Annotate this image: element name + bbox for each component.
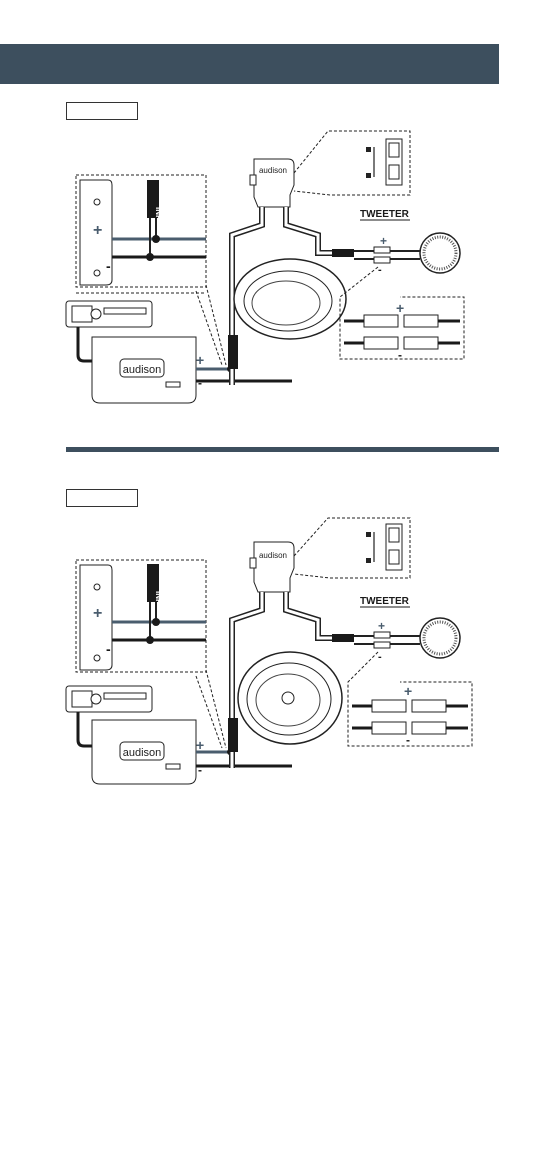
crossover-callout bbox=[293, 517, 411, 579]
plus-sign: + bbox=[93, 605, 102, 622]
screw-icon bbox=[93, 269, 101, 277]
wiring-diagram-2: INPUT + - audison + - audison TWEETER bbox=[65, 517, 473, 785]
screw-icon bbox=[93, 198, 101, 206]
door-panel bbox=[79, 564, 113, 671]
input-label: INPUT bbox=[154, 591, 163, 615]
connector-negative-a bbox=[371, 721, 407, 735]
rca-cable bbox=[76, 712, 92, 748]
connector-positive-b bbox=[403, 314, 439, 328]
door-panel-box bbox=[75, 174, 207, 288]
crossover-brand: audison bbox=[259, 166, 287, 175]
woofer bbox=[237, 651, 343, 745]
connector-negative-a bbox=[363, 336, 399, 350]
tweeter-grille bbox=[422, 235, 458, 271]
input-label: INPUT bbox=[154, 207, 163, 231]
input-harness bbox=[147, 564, 159, 602]
head-unit-faceplate bbox=[71, 305, 93, 323]
splice-point bbox=[146, 253, 154, 261]
connector-negative-b bbox=[411, 721, 447, 735]
crossover-tab bbox=[249, 557, 257, 569]
crossover-unit bbox=[253, 541, 295, 593]
input-connector bbox=[228, 718, 238, 752]
wiring-diagram-1: INPUT + - audison + - audison bbox=[65, 130, 465, 425]
door-panel-box bbox=[75, 559, 207, 673]
plus-sign: + bbox=[93, 222, 102, 239]
amplifier-brand: audison bbox=[123, 364, 162, 376]
woofer-dustcap bbox=[281, 691, 295, 705]
splice-point bbox=[146, 636, 154, 644]
connector-positive-a bbox=[371, 699, 407, 713]
section-2-label-box bbox=[66, 489, 138, 507]
screw-icon bbox=[93, 654, 101, 662]
amplifier-led bbox=[165, 381, 181, 388]
tweeter-label: TWEETER bbox=[360, 596, 410, 607]
tweeter-label: TWEETER bbox=[360, 209, 410, 220]
amplifier-led bbox=[165, 763, 181, 770]
connector-positive-a bbox=[363, 314, 399, 328]
amp-minus-sign: - bbox=[198, 763, 202, 777]
amp-minus-sign: - bbox=[198, 376, 202, 390]
amplifier-logo-plate bbox=[119, 741, 165, 761]
tweeter-plus-sign: + bbox=[378, 619, 385, 633]
amp-plus-sign: + bbox=[196, 352, 204, 368]
tweeter-grille bbox=[422, 620, 458, 656]
section-1-label-box bbox=[66, 102, 138, 120]
crossover-tab bbox=[249, 174, 257, 186]
amp-plus-sign: + bbox=[196, 737, 204, 753]
minus-sign: - bbox=[106, 641, 111, 657]
tweeter-minus-sign: - bbox=[378, 651, 382, 663]
tweeter-cable-tag bbox=[332, 249, 354, 257]
connector-positive-b bbox=[411, 699, 447, 713]
head-unit-display bbox=[103, 692, 147, 700]
input-connector bbox=[228, 335, 238, 369]
splice-point bbox=[152, 235, 160, 243]
screw-icon bbox=[93, 583, 101, 591]
woofer bbox=[233, 258, 347, 340]
amplifier-logo-plate bbox=[119, 358, 165, 378]
amplifier-brand: audison bbox=[123, 747, 162, 759]
connector-plus-sign: + bbox=[404, 683, 412, 699]
connector-plus-sign: + bbox=[396, 300, 404, 316]
volume-knob-icon bbox=[90, 693, 102, 705]
connector-negative-b bbox=[403, 336, 439, 350]
connector-callout bbox=[339, 266, 465, 360]
head-unit-faceplate bbox=[71, 690, 93, 708]
tweeter-minus-sign: - bbox=[378, 264, 382, 276]
splice-point bbox=[152, 618, 160, 626]
rca-cable bbox=[76, 327, 92, 363]
connector-minus-sign: - bbox=[398, 348, 402, 362]
page-header-bar bbox=[0, 44, 499, 84]
connector-minus-sign: - bbox=[406, 733, 410, 747]
volume-knob-icon bbox=[90, 308, 102, 320]
tweeter-cable-tag bbox=[332, 634, 354, 642]
minus-sign: - bbox=[106, 258, 111, 274]
section-divider bbox=[66, 447, 499, 452]
connector-callout bbox=[347, 651, 473, 747]
head-unit-display bbox=[103, 307, 147, 315]
door-panel bbox=[79, 179, 113, 286]
crossover-callout bbox=[293, 130, 411, 196]
crossover-brand: audison bbox=[259, 551, 287, 560]
tweeter bbox=[419, 617, 461, 659]
tweeter-plus-sign: + bbox=[380, 234, 387, 248]
input-harness bbox=[147, 180, 159, 218]
tweeter bbox=[419, 232, 461, 274]
